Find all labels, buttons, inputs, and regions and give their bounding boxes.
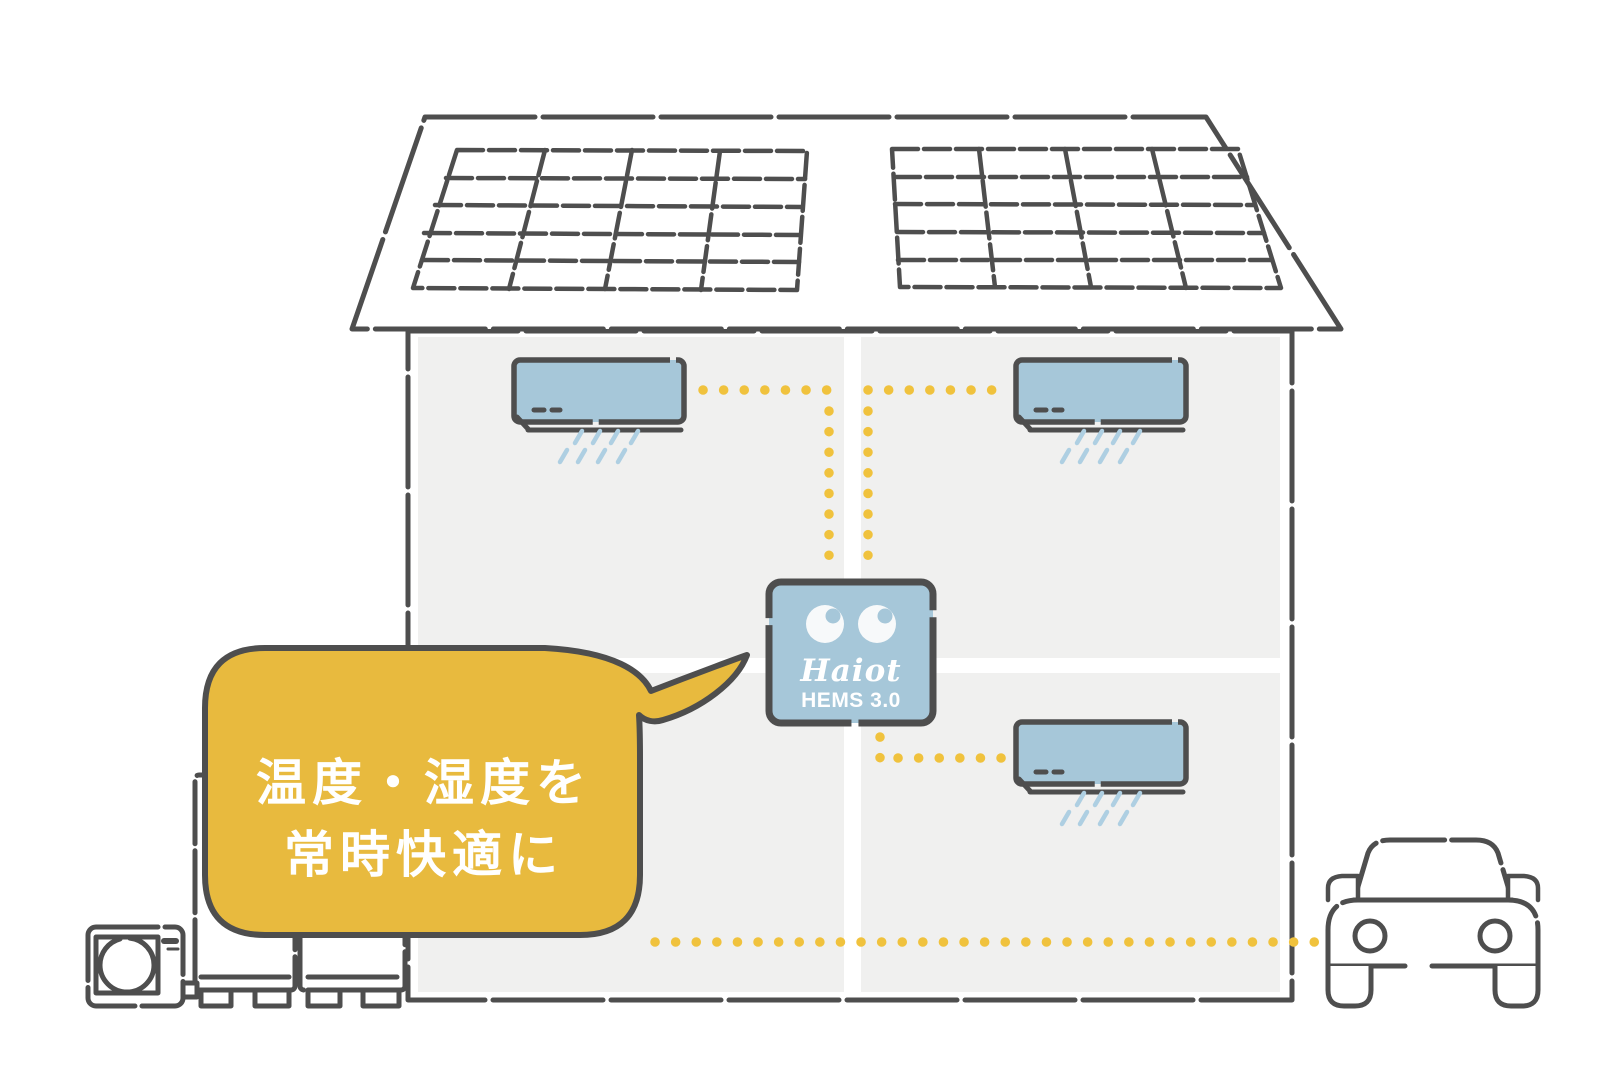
hub-logo: Haiot: [799, 653, 901, 689]
fan-icon: [97, 935, 157, 995]
headlight-icon: [1477, 918, 1513, 954]
solar-panel-right-icon: [889, 146, 1284, 291]
roof: [349, 114, 1344, 332]
car-icon: [1325, 837, 1541, 1009]
wheel-icon: [1492, 963, 1541, 1009]
outdoor-unit: [85, 924, 200, 1009]
house: [349, 114, 1344, 1003]
hub-eyes-icon: [806, 605, 896, 643]
ac-unit-upper-right: [1013, 357, 1189, 465]
ac-unit-upper-left: [511, 357, 687, 465]
connection-lines: [650, 385, 1321, 947]
wheel-icon: [1325, 963, 1374, 1009]
speech-bubble-text-line1: 温度・湿度を: [256, 755, 592, 811]
airflow-icon: [1059, 428, 1143, 465]
airflow-icon: [557, 428, 641, 465]
ac-unit-lower-right: [1013, 719, 1189, 827]
speech-bubble-text-line2: 常時快適に: [284, 827, 564, 883]
solar-panel-left-icon: [410, 147, 810, 293]
hub-model: HEMS 3.0: [801, 689, 901, 712]
hems-hub: Haiot HEMS 3.0: [765, 578, 937, 727]
headlight-icon: [1352, 918, 1388, 954]
airflow-icon: [1059, 790, 1143, 827]
speech-bubble: 温度・湿度を 常時快適に: [202, 645, 750, 938]
